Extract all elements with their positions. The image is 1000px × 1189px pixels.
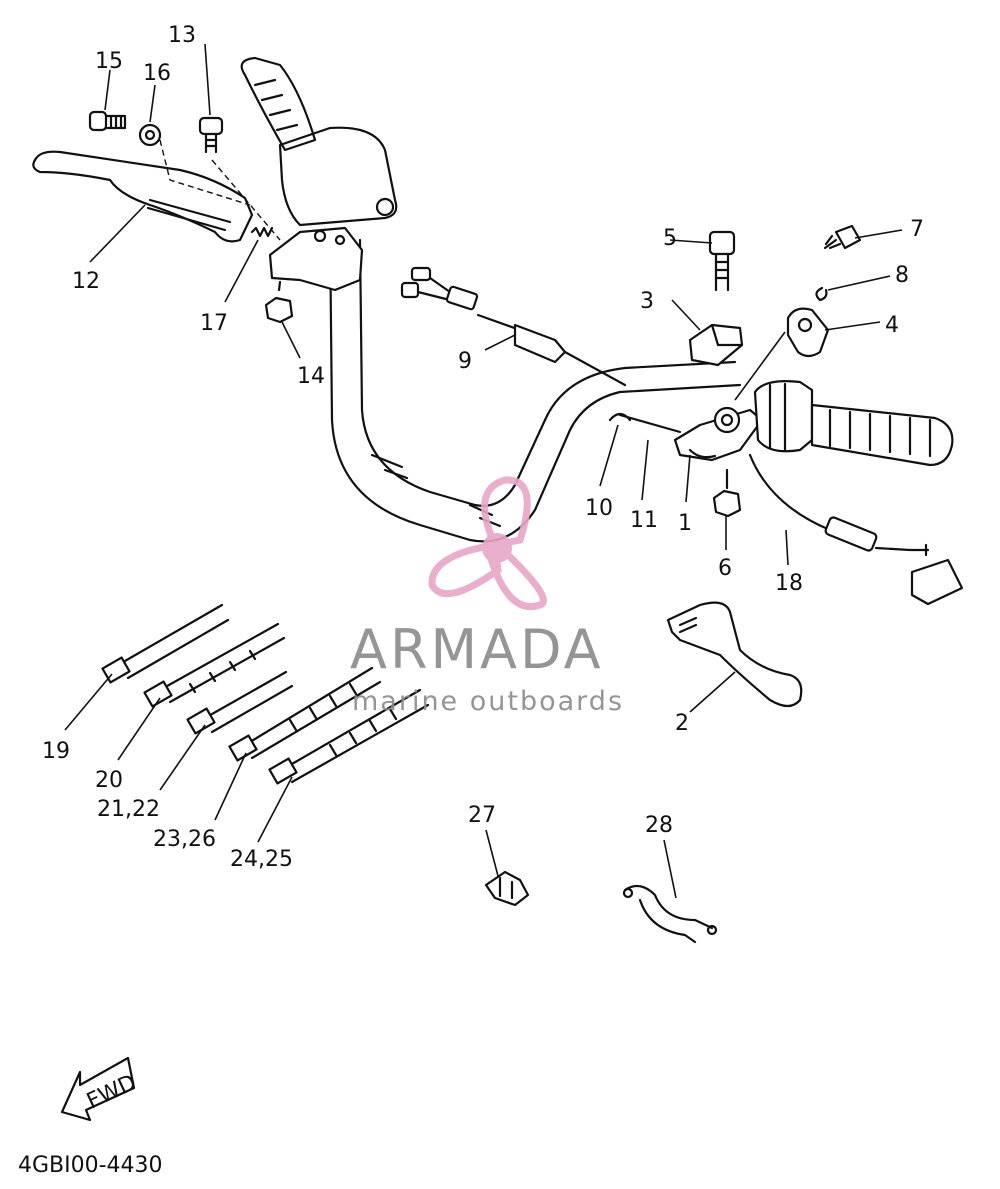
callout-20: 20 — [95, 768, 123, 793]
bolt-13 — [198, 116, 281, 241]
cable-tie-24-25 — [268, 688, 430, 785]
diagram-code: 4GBI00-4430 — [18, 1153, 163, 1178]
callout-5: 5 — [663, 226, 677, 251]
callout-2: 2 — [675, 711, 689, 736]
callout-17: 17 — [200, 311, 228, 336]
propeller-icon — [428, 476, 547, 610]
callout-15: 15 — [95, 49, 123, 74]
switch-cable-18 — [748, 453, 964, 606]
callout-19: 19 — [42, 739, 70, 764]
cable-tie-21-22 — [186, 670, 294, 735]
watermark-brand: ARMADA — [350, 618, 604, 681]
handlebar — [328, 228, 742, 543]
cable-tie-23-26 — [228, 666, 382, 762]
callout-7: 7 — [910, 217, 924, 242]
callout-labels: 13 15 16 12 17 14 5 7 8 3 4 9 10 11 1 6 … — [42, 23, 924, 872]
cable-tie-20 — [143, 622, 286, 708]
callout-9: 9 — [458, 349, 472, 374]
holder-4 — [786, 307, 830, 358]
brake-lever-2 — [666, 601, 803, 708]
screw-5 — [708, 230, 736, 292]
callout-4: 4 — [885, 313, 899, 338]
callout-16: 16 — [143, 61, 171, 86]
watermark: ARMADA marine outboards — [350, 476, 624, 717]
callout-28: 28 — [645, 813, 673, 838]
leader-lines — [64, 43, 903, 899]
clamp-28 — [622, 884, 718, 944]
fwd-arrow: FWD — [60, 1056, 140, 1122]
right-bracket — [608, 406, 764, 462]
callout-23-26: 23,26 — [153, 827, 216, 852]
washer-16 — [138, 123, 251, 206]
brake-switch-3 — [688, 323, 744, 367]
washer-8 — [815, 286, 828, 302]
nut-14 — [264, 280, 294, 324]
nut-6 — [712, 468, 742, 518]
cable-9 — [400, 266, 627, 387]
callout-6: 6 — [718, 556, 732, 581]
clip-27 — [484, 870, 530, 907]
callout-8: 8 — [895, 263, 909, 288]
callout-14: 14 — [297, 364, 325, 389]
callout-27: 27 — [468, 803, 496, 828]
spring-17 — [250, 226, 274, 238]
left-grip — [240, 56, 398, 227]
right-grip — [753, 380, 954, 467]
callout-13: 13 — [168, 23, 196, 48]
clutch-lever — [32, 150, 254, 243]
callout-24-25: 24,25 — [230, 847, 293, 872]
lever-holder — [268, 226, 364, 292]
screw-7 — [823, 224, 862, 250]
callout-18: 18 — [775, 571, 803, 596]
callout-11: 11 — [630, 508, 658, 533]
callout-3: 3 — [640, 289, 654, 314]
callout-10: 10 — [585, 496, 613, 521]
callout-21-22: 21,22 — [97, 797, 160, 822]
callout-12: 12 — [72, 269, 100, 294]
bolt-15 — [88, 110, 127, 132]
cable-tie-19 — [101, 603, 230, 684]
watermark-tagline: marine outboards — [352, 686, 624, 717]
callout-1: 1 — [678, 511, 692, 536]
